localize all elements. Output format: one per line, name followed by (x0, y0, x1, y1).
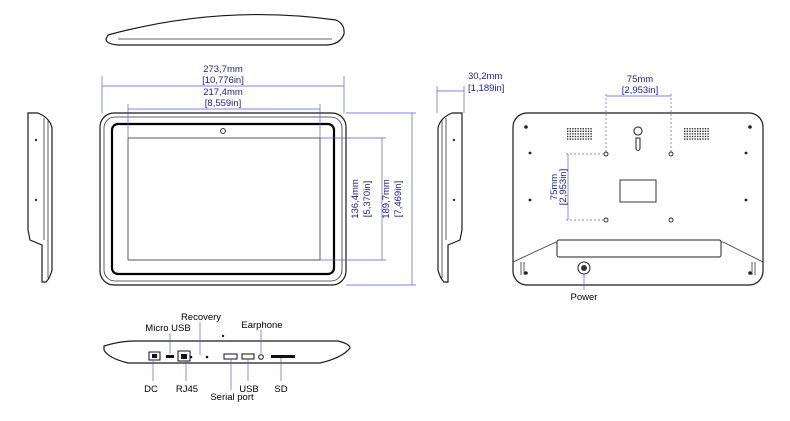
depth-in: [1,189in] (468, 83, 504, 94)
front-view: 273,7mm [10,776in] 217,4mm [8,559in] 136… (99, 64, 416, 286)
screen-width-mm: 217,4mm (203, 87, 243, 98)
depth-mm: 30,2mm (468, 71, 502, 82)
sd-slot (271, 355, 295, 358)
earphone-jack (258, 354, 264, 360)
rj45-label: RJ45 (176, 384, 198, 395)
power-icon (581, 265, 587, 271)
earphone-label: Earphone (241, 320, 282, 331)
micro-usb-label: Micro USB (145, 323, 190, 334)
label-plate (619, 179, 657, 203)
vesa-vertical-mm: 75mm (549, 174, 560, 200)
serial-port-label: Serial port (210, 392, 254, 403)
micro-usb-port (166, 355, 174, 358)
vesa-horizontal-mm: 75mm (627, 74, 653, 85)
vesa-horizontal-in: [2,953in] (622, 85, 658, 96)
overall-height-in: [7,469in] (393, 181, 404, 217)
screen-height-mm: 136,4mm (350, 179, 361, 219)
screen-bezel (110, 122, 336, 276)
right-side-view: 30,2mm [1,189in] (436, 71, 504, 283)
serial-port (223, 353, 238, 360)
dc-label: DC (144, 384, 158, 395)
back-view: Power 75mm [2,953in] 75mm [2,953in] (512, 74, 764, 303)
screen-height-in: [5,370in] (362, 181, 373, 217)
power-label: Power (571, 292, 598, 303)
left-side-view (27, 112, 53, 283)
screen-area (127, 137, 321, 261)
vesa-vertical-in: [2,953in] (558, 169, 569, 205)
camera-icon (220, 128, 226, 134)
speaker-grille-left-icon (567, 128, 592, 140)
overall-width-mm: 273,7mm (203, 64, 243, 75)
overall-height-mm: 189,7mm (381, 179, 392, 219)
bottom-view: DC Micro USB Recovery RJ45 Serial port U… (103, 312, 351, 403)
usb-label: USB (239, 384, 259, 395)
overall-width-in: [10,776in] (202, 75, 244, 86)
sd-label: SD (274, 384, 287, 395)
usb-port (241, 353, 255, 360)
screen-width-in: [8,559in] (205, 98, 241, 109)
recovery-label: Recovery (181, 312, 221, 323)
speaker-grille-right-icon (684, 128, 709, 140)
keyhole-icon (633, 126, 643, 151)
top-view (105, 13, 345, 46)
